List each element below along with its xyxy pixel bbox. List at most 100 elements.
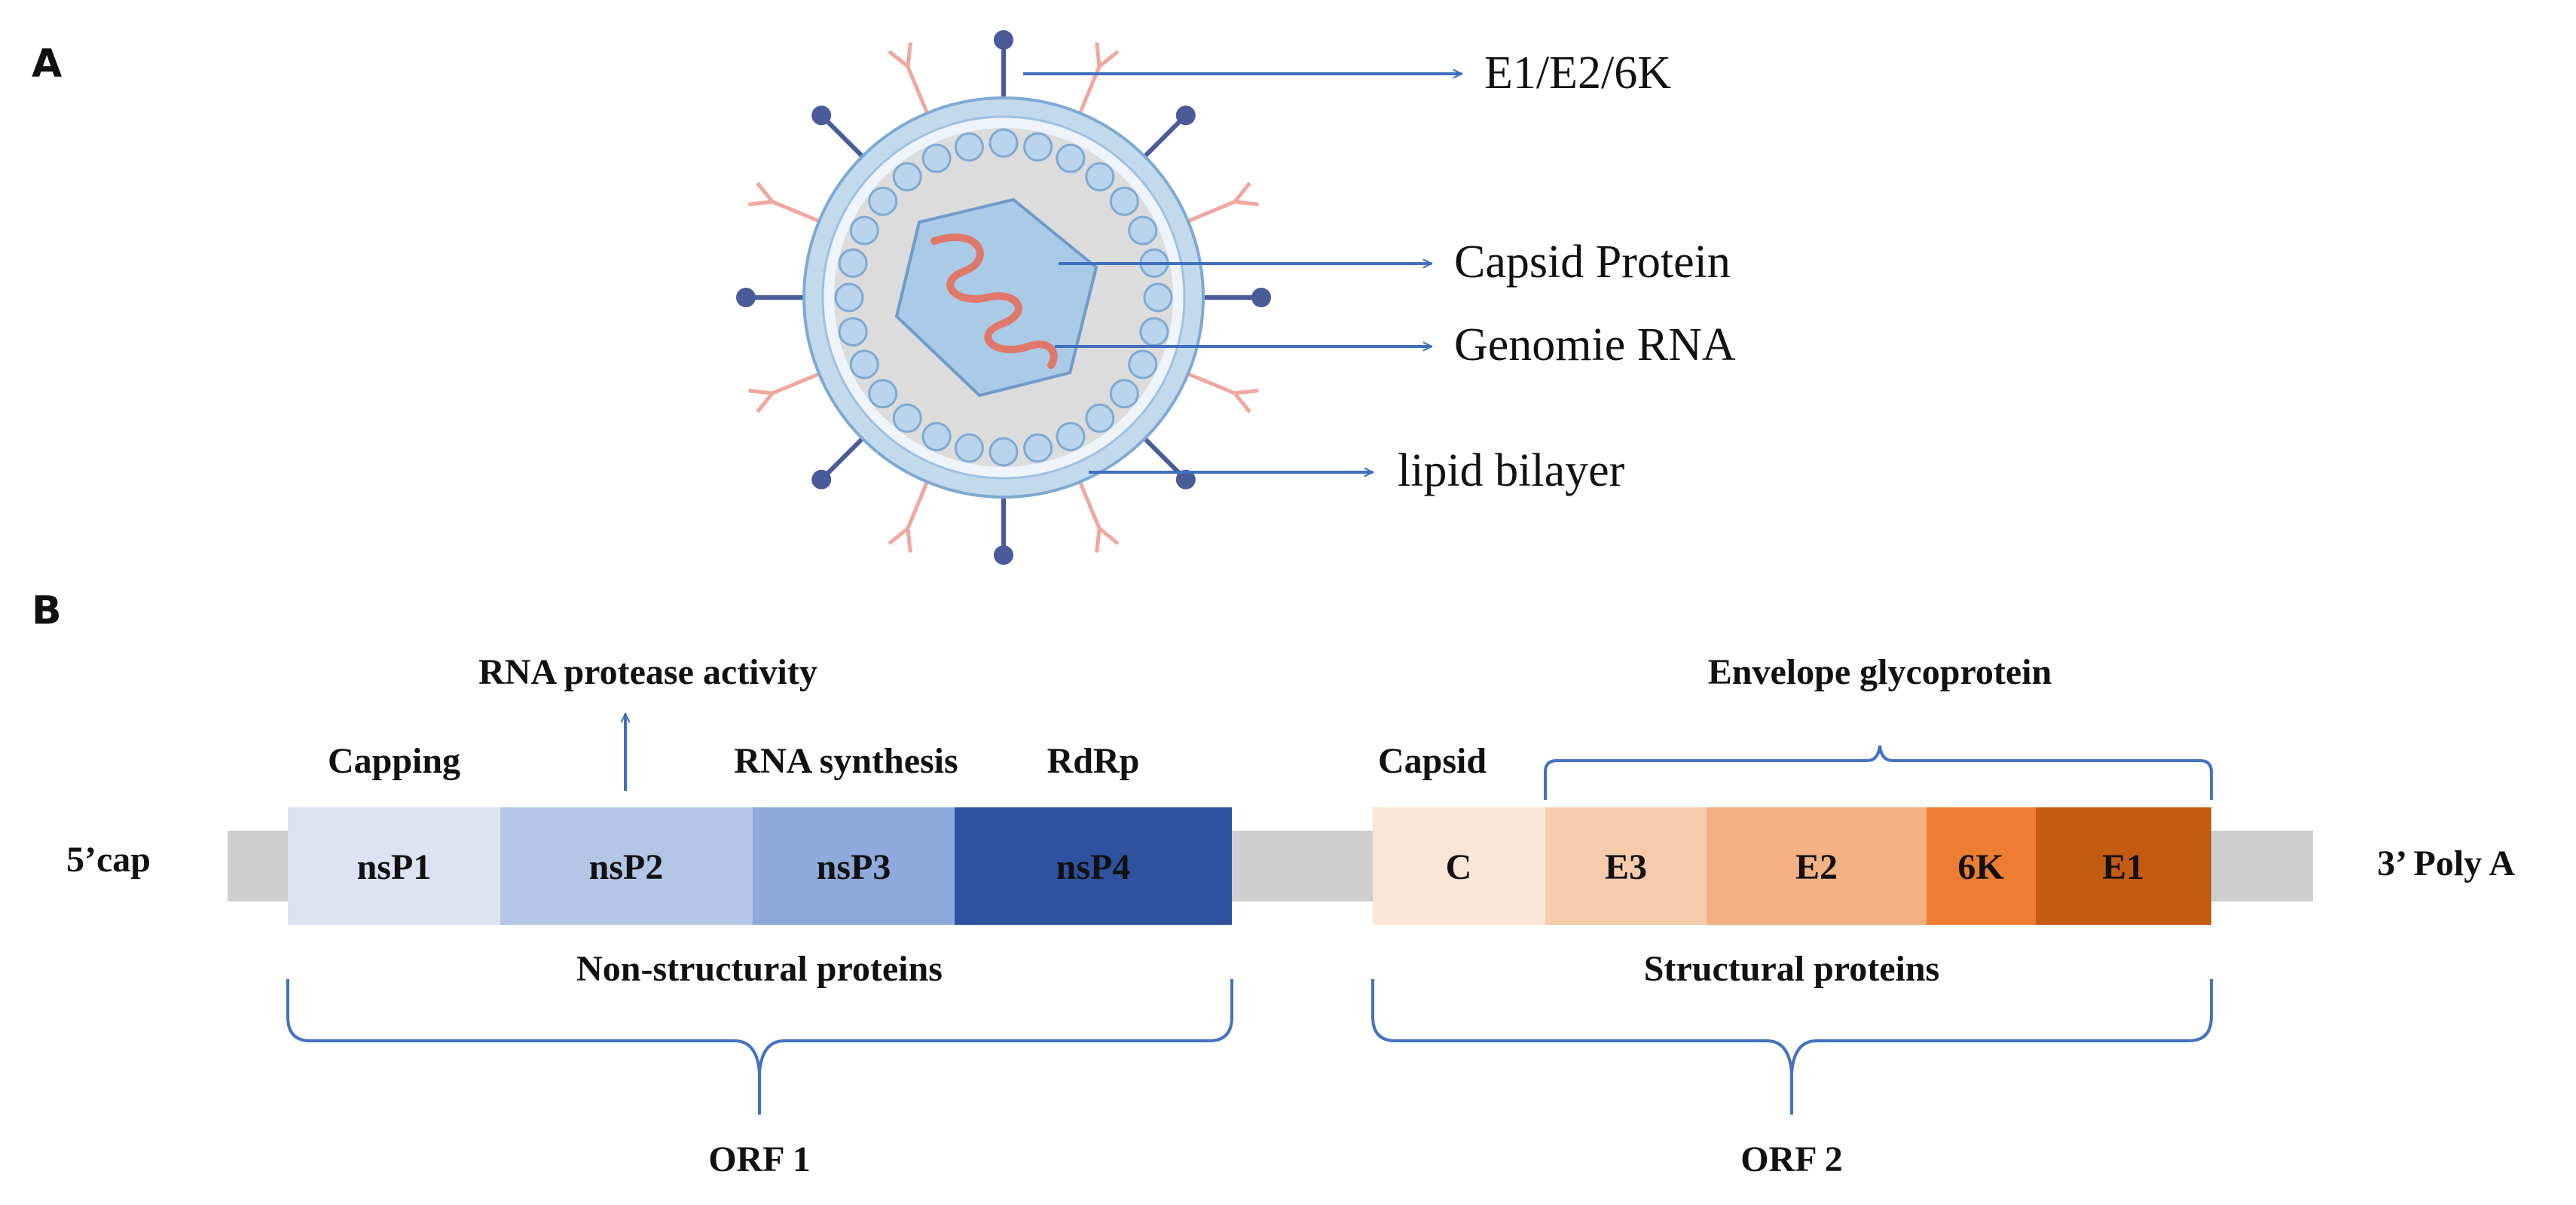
- y-spike-arm: [748, 200, 773, 206]
- capsid-bead: [849, 349, 879, 380]
- segment-6k-label: 6K: [1957, 847, 2003, 887]
- label-capsid-protein: Capsid Protein: [1454, 236, 1731, 288]
- capsid-beads: [834, 128, 1173, 467]
- capsid-bead: [849, 215, 879, 246]
- spike-stalk: [820, 435, 866, 481]
- capsid-bead: [989, 128, 1019, 158]
- segment-nsp2: [500, 807, 753, 925]
- y-spike-stalk: [906, 479, 930, 529]
- label-rdrp: RdRp: [1047, 741, 1140, 781]
- label-rna-synthesis: RNA synthesis: [734, 741, 958, 781]
- spike-stalk: [820, 114, 866, 160]
- label-5prime-cap: 5’cap: [66, 840, 151, 880]
- capsid-bead: [1109, 186, 1139, 216]
- genome-bar-5prime: [228, 831, 292, 901]
- segment-e2: [1707, 807, 1927, 925]
- capsid-bead: [921, 143, 952, 173]
- label-lipid-bilayer: lipid bilayer: [1398, 445, 1625, 496]
- y-spike-arm: [1234, 389, 1259, 395]
- segment-nsp1-label: nsP1: [357, 847, 432, 887]
- spike-knob: [994, 545, 1013, 565]
- brace-orf2: [1371, 979, 2213, 1074]
- capsid-bead: [1023, 132, 1053, 162]
- segment-e1: [2036, 807, 2211, 925]
- spike-knob: [736, 288, 756, 307]
- genome-bar-3prime: [2211, 831, 2313, 901]
- capsid-bead: [954, 433, 984, 463]
- y-spike-arm: [1234, 200, 1259, 206]
- structural-segments: C E3 E2 6K E1: [1373, 807, 2211, 925]
- y-spike-arm: [1233, 392, 1251, 413]
- label-capsid: Capsid: [1378, 741, 1487, 781]
- spike-knob: [1175, 469, 1196, 490]
- label-3prime-polya: 3’ Poly A: [2377, 844, 2515, 883]
- capsid-bead: [892, 403, 922, 433]
- segment-nsp2-label: nsP2: [589, 847, 664, 887]
- y-spike-stalk: [1077, 479, 1102, 529]
- y-spike-arm: [1098, 50, 1120, 69]
- segment-nsp1: [288, 807, 500, 925]
- segment-nsp4: [955, 807, 1232, 925]
- segment-e3-label: E3: [1605, 847, 1647, 887]
- label-rna-protease: RNA protease activity: [478, 652, 817, 692]
- panel-b-letter: B: [32, 588, 62, 633]
- y-spike-arm: [888, 526, 909, 545]
- segment-e2-label: E2: [1795, 847, 1838, 887]
- capsid-bead: [1085, 162, 1115, 192]
- capsid-bead: [1128, 349, 1158, 380]
- genome-bar-junction: [1232, 831, 1375, 901]
- segment-e1-label: E1: [2102, 847, 2144, 887]
- capsid-bead: [1056, 143, 1086, 173]
- label-envelope-proteins: E1/E2/6K: [1484, 47, 1671, 99]
- spike-knob: [811, 105, 832, 126]
- surface-spikes: [736, 30, 1271, 565]
- capsid-bead: [1143, 282, 1173, 313]
- capsid-bead: [868, 186, 898, 216]
- panel-a-letter: A: [32, 41, 62, 87]
- capsid-bead: [838, 317, 868, 347]
- capsid-bead: [921, 422, 952, 452]
- bracket-envelope: [1544, 745, 2213, 800]
- genome-rna-strand: [930, 233, 1058, 369]
- y-spike-arm: [1233, 182, 1251, 203]
- y-spike-arm: [1098, 526, 1120, 545]
- y-spike-arm: [1095, 42, 1102, 67]
- label-envelope-glycoprotein: Envelope glycoprotein: [1708, 652, 2052, 692]
- segment-c-label: C: [1446, 847, 1472, 887]
- capsid-bead: [954, 132, 984, 162]
- spike-knob: [811, 469, 832, 490]
- capsid-bead: [1139, 317, 1169, 347]
- y-spike-stalk: [906, 66, 930, 116]
- y-spike-stalk: [772, 200, 822, 224]
- spike-knob: [1175, 105, 1196, 126]
- capsid-bead: [838, 248, 868, 278]
- capsid-bead: [1085, 403, 1115, 433]
- nonstructural-segments: nsP1 nsP2 nsP3 nsP4: [288, 807, 1232, 925]
- spike-knob: [994, 30, 1013, 50]
- y-spike-arm: [906, 528, 912, 553]
- spike-knob: [1251, 288, 1271, 307]
- segment-nsp3-label: nsP3: [817, 847, 891, 887]
- capsid-bead: [1023, 433, 1053, 463]
- label-capping: Capping: [328, 741, 460, 781]
- y-spike-arm: [888, 50, 909, 69]
- capsid-bead: [1128, 215, 1158, 246]
- segment-6k: [1927, 807, 2036, 925]
- brace-orf1: [286, 979, 1233, 1074]
- y-spike-arm: [756, 182, 775, 203]
- capsid-bead: [834, 282, 864, 313]
- label-genome-rna: Genomie RNA: [1454, 319, 1736, 371]
- segment-nsp3: [753, 807, 955, 925]
- y-spike-stalk: [1185, 200, 1236, 224]
- label-orf1: ORF 1: [708, 1139, 811, 1179]
- segment-c: [1373, 807, 1545, 925]
- capsid-bead: [1109, 379, 1139, 409]
- label-structural-proteins: Structural proteins: [1644, 949, 1939, 989]
- capsid-bead: [892, 162, 922, 192]
- capsid-bead: [1056, 422, 1086, 452]
- segment-nsp4-label: nsP4: [1056, 847, 1131, 887]
- capsid-bead: [989, 437, 1019, 467]
- label-orf2: ORF 2: [1740, 1139, 1843, 1179]
- y-spike-arm: [748, 389, 773, 395]
